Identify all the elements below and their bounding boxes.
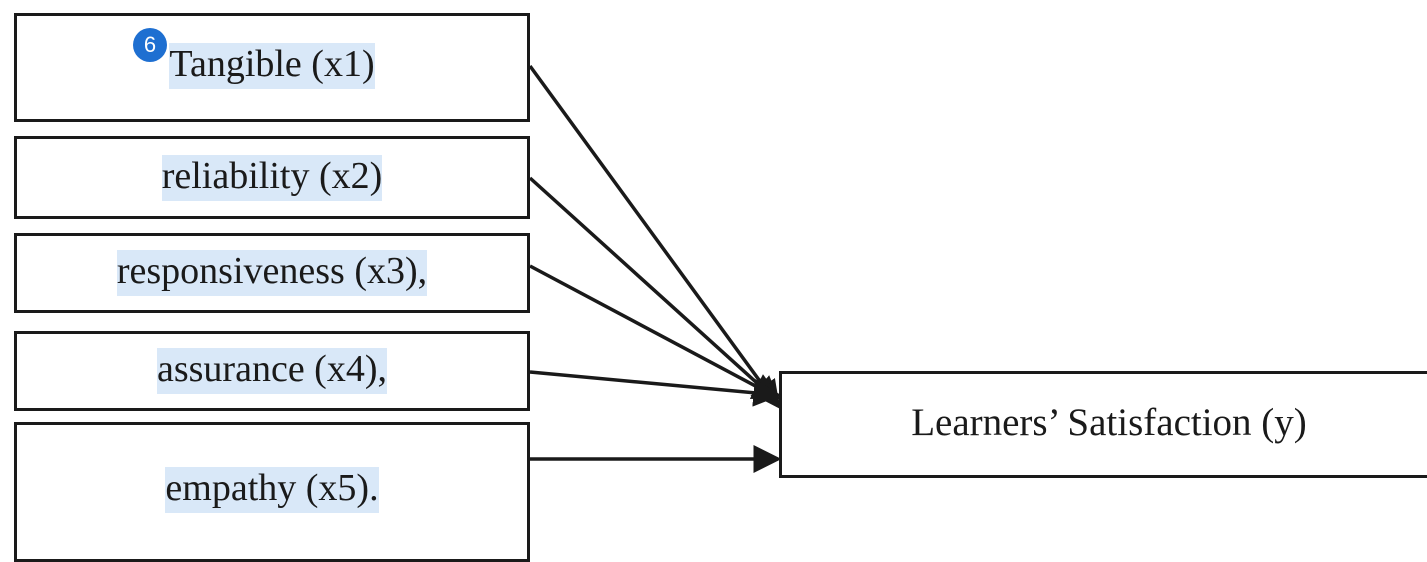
arrow-x4-to-y (529, 370, 782, 407)
arrow-x2-to-y (528, 176, 781, 405)
input-box-tangible: Tangible (x1) (14, 13, 530, 122)
input-label-reliability: reliability (x2) (161, 154, 383, 201)
input-label-tangible: Tangible (x1) (169, 42, 375, 89)
input-box-reliability: reliability (x2) (14, 136, 530, 219)
input-box-responsiveness: responsiveness (x3), (14, 233, 530, 313)
input-label-responsiveness: responsiveness (x3), (116, 250, 428, 296)
input-label-assurance: assurance (x4), (156, 348, 387, 394)
input-label-empathy: empathy (x5). (165, 467, 379, 513)
input-box-assurance: assurance (x4), (14, 331, 530, 411)
output-label-learners-satisfaction: Learners’ Satisfaction (y) (911, 401, 1307, 444)
annotation-badge[interactable]: 6 (133, 28, 167, 62)
arrow-x3-to-y (529, 264, 782, 400)
input-box-empathy: empathy (x5). (14, 422, 530, 562)
arrow-x1-to-y (528, 64, 781, 409)
output-box-learners-satisfaction: Learners’ Satisfaction (y) (779, 371, 1427, 478)
